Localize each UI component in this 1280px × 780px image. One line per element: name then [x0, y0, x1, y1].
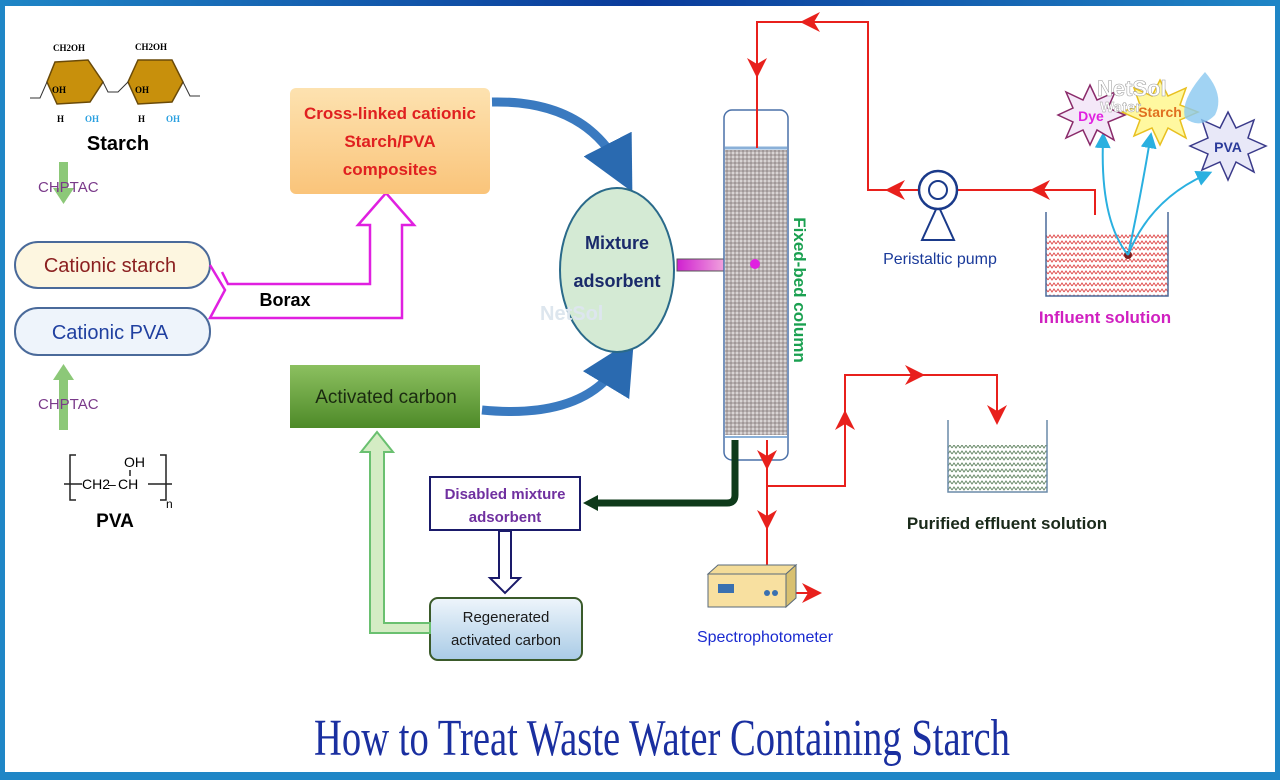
- activated-carbon-box: [290, 365, 480, 428]
- starch-star: [1120, 78, 1200, 147]
- curved-arrow-bottom: [481, 338, 634, 416]
- influent-label: Influent solution: [1039, 308, 1171, 327]
- water-drop-icon: [1184, 72, 1219, 124]
- spectrophotometer-icon: [706, 563, 798, 609]
- frame-top-bar: [0, 0, 1280, 6]
- effluent-tank: [947, 420, 1048, 493]
- disabled-adsorbent-box: [429, 476, 581, 531]
- starch-h: H: [57, 114, 64, 124]
- pollutant-arrows: [1094, 132, 1213, 256]
- column-packing: [725, 150, 787, 435]
- spectro-label: Spectrophotometer: [697, 629, 834, 646]
- starch-structure: CH2OH CH2OH OH OH OH OH H H Starch: [30, 42, 200, 155]
- mixture-adsorbent-ellipse: [559, 187, 675, 353]
- starch-oh: OH: [135, 85, 149, 95]
- recycle-arrow: [358, 430, 431, 634]
- starch-oh-blue: OH: [85, 114, 99, 124]
- dye-star: [1056, 83, 1127, 147]
- svg-text:–: –: [108, 476, 116, 492]
- influent-liquid: [1046, 234, 1168, 296]
- borax-pipe: [207, 191, 417, 320]
- crosslinked-line-2: Starch/PVA: [344, 132, 435, 151]
- chptac-label-bottom: CHPTAC: [38, 396, 99, 413]
- arrow-up-head: [53, 364, 74, 380]
- pva-oh: OH: [124, 454, 145, 470]
- column-label: Fixed-bed column: [790, 217, 809, 362]
- mixture-line-2: adsorbent: [573, 271, 660, 291]
- cationic-pva-box: [14, 307, 211, 356]
- arrow-down-head: [53, 188, 74, 204]
- disabled-line-1: Disabled mixture: [445, 486, 566, 503]
- netsol-logo: NetSol Water: [1097, 72, 1219, 124]
- pva-ch: CH: [118, 476, 138, 492]
- starch-ch2oh-2: CH2OH: [135, 42, 167, 52]
- diagram-canvas: CH2OH CH2OH OH OH OH OH H H Starch CHPTA…: [5, 6, 1275, 772]
- pollutant-pva: PVA: [1214, 139, 1242, 155]
- effluent-label: Purified effluent solution: [907, 514, 1107, 533]
- logo-line-2: Water: [1100, 99, 1141, 116]
- effluent-liquid: [948, 445, 1047, 492]
- chptac-label-top: CHPTAC: [38, 179, 99, 196]
- pva-star: [1188, 110, 1268, 182]
- cationic-starch-label: Cationic starch: [44, 255, 176, 277]
- spent-adsorbent-pipe: [595, 440, 739, 507]
- pva-ch2: CH2: [82, 476, 110, 492]
- peristaltic-pump-icon: [917, 169, 959, 241]
- page-title: How to Treat Waste Water Containing Star…: [314, 710, 1010, 767]
- borax-label: Borax: [259, 290, 310, 310]
- regenerated-carbon-box: [429, 597, 583, 661]
- activated-carbon-label: Activated carbon: [315, 387, 457, 408]
- hollow-arrow-down: [487, 530, 523, 595]
- watermark-logo: NetSol: [540, 303, 603, 325]
- cationic-pva-label: Cationic PVA: [52, 322, 169, 344]
- pva-label: PVA: [96, 511, 134, 532]
- regenerated-line-1: Regenerated: [463, 609, 550, 626]
- influent-flow-line: [747, 12, 1096, 215]
- starch-oh: OH: [52, 85, 66, 95]
- starch-oh-blue: OH: [166, 114, 180, 124]
- starch-label: Starch: [87, 133, 149, 155]
- starch-h: H: [138, 114, 145, 124]
- disabled-line-2: adsorbent: [469, 509, 542, 526]
- crosslinked-line-3: composites: [343, 160, 437, 179]
- influent-tank: [1045, 212, 1169, 297]
- pollutant-dye: Dye: [1078, 108, 1104, 124]
- curved-arrow-top: [491, 97, 633, 192]
- starch-ch2oh-1: CH2OH: [53, 43, 85, 53]
- mixture-line-1: Mixture: [585, 233, 649, 253]
- regenerated-line-2: activated carbon: [451, 632, 561, 649]
- pollutant-starch: Starch: [1138, 104, 1182, 120]
- glucose-ring-1: [46, 59, 104, 105]
- pva-structure: OH CH2 – CH n PVA: [64, 454, 173, 532]
- logo-line-1: NetSol: [1097, 76, 1167, 101]
- arrow-down-green: [59, 162, 68, 190]
- crosslinked-line-1: Cross-linked cationic: [304, 104, 476, 123]
- process-diagram: CH2OH CH2OH OH OH OH OH H H Starch CHPTA…: [14, 12, 1268, 767]
- pva-n: n: [166, 497, 173, 511]
- arrow-up-green: [59, 378, 68, 430]
- crosslinked-composites-box: [290, 88, 490, 194]
- glucose-ring-2: [127, 59, 184, 105]
- pump-label: Peristaltic pump: [883, 251, 997, 268]
